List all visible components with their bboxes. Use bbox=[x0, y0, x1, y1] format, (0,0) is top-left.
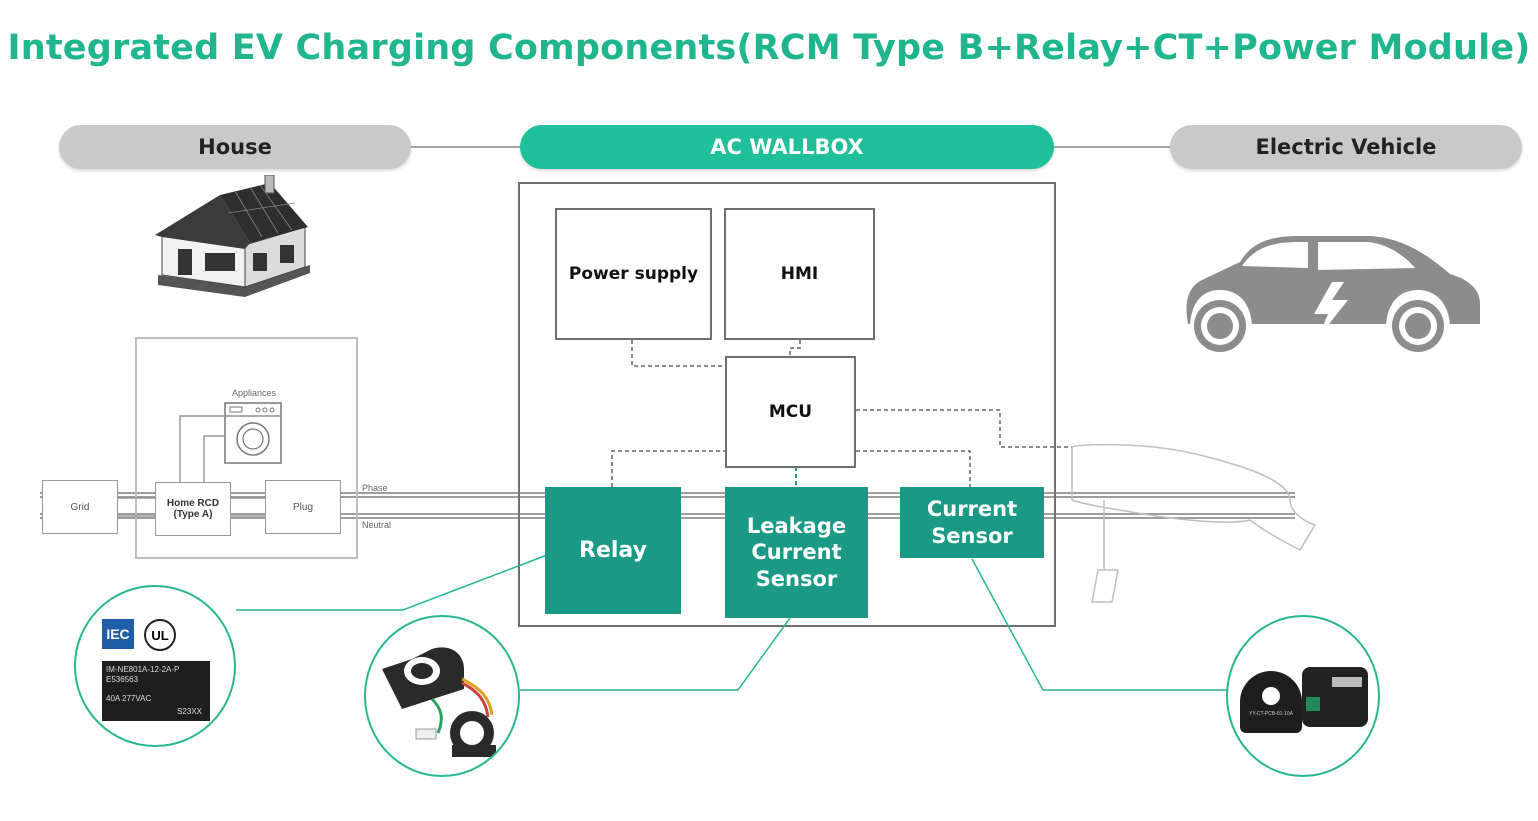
electric-car-icon bbox=[1186, 236, 1480, 352]
leakage-sensor-product-image bbox=[382, 647, 496, 757]
ct-hole bbox=[1262, 687, 1280, 705]
vehicle-header: Electric Vehicle bbox=[1170, 125, 1522, 169]
terminal-block bbox=[1306, 697, 1320, 711]
iec-logo: IEC bbox=[102, 619, 134, 649]
relay-rating-text: 40A 277VAC bbox=[106, 693, 152, 703]
power-supply-box: Power supply bbox=[555, 208, 712, 340]
leakage-current-sensor-block: Leakage Current Sensor bbox=[725, 487, 868, 618]
leakage-sensor-product-callout bbox=[364, 615, 520, 777]
wallbox-header: AC WALLBOX bbox=[520, 125, 1054, 169]
relay-block: Relay bbox=[545, 487, 681, 614]
relay-product-callout: IEC UL IM-NE801A-12-2A-P E536563 40A 277… bbox=[74, 585, 236, 747]
ct-marking-text: YY-CT-PCB-01-10A bbox=[1249, 711, 1293, 717]
ul-logo: UL bbox=[144, 619, 176, 651]
house-icon bbox=[155, 175, 310, 297]
current-sensor-block: Current Sensor bbox=[900, 487, 1044, 558]
ct-product-image: YY-CT-PCB-01-10A bbox=[1240, 671, 1302, 733]
current-sensor-product-callout: YY-CT-PCB-01-10A bbox=[1226, 615, 1380, 777]
plug-box: Plug bbox=[265, 480, 341, 534]
page-title: Integrated EV Charging Components(RCM Ty… bbox=[7, 28, 1531, 68]
house-header: House bbox=[59, 125, 411, 169]
relay-series-text: S23XX bbox=[177, 706, 202, 716]
neutral-label: Neutral bbox=[362, 520, 392, 530]
appliances-label: Appliances bbox=[231, 388, 277, 398]
hmi-box: HMI bbox=[724, 208, 875, 340]
relay-model-text: IM-NE801A-12-2A-P bbox=[106, 665, 180, 674]
grid-box: Grid bbox=[42, 480, 118, 534]
relay-product-image: IM-NE801A-12-2A-P E536563 40A 277VAC S23… bbox=[102, 661, 210, 721]
mcu-box: MCU bbox=[725, 356, 856, 468]
module-label bbox=[1332, 677, 1362, 687]
washing-machine-icon bbox=[224, 402, 282, 464]
relay-file-text: E536563 bbox=[106, 675, 139, 685]
home-rcd-box: Home RCD (Type A) bbox=[155, 482, 231, 536]
power-module-product-image bbox=[1302, 667, 1368, 727]
phase-label: Phase bbox=[362, 483, 388, 493]
